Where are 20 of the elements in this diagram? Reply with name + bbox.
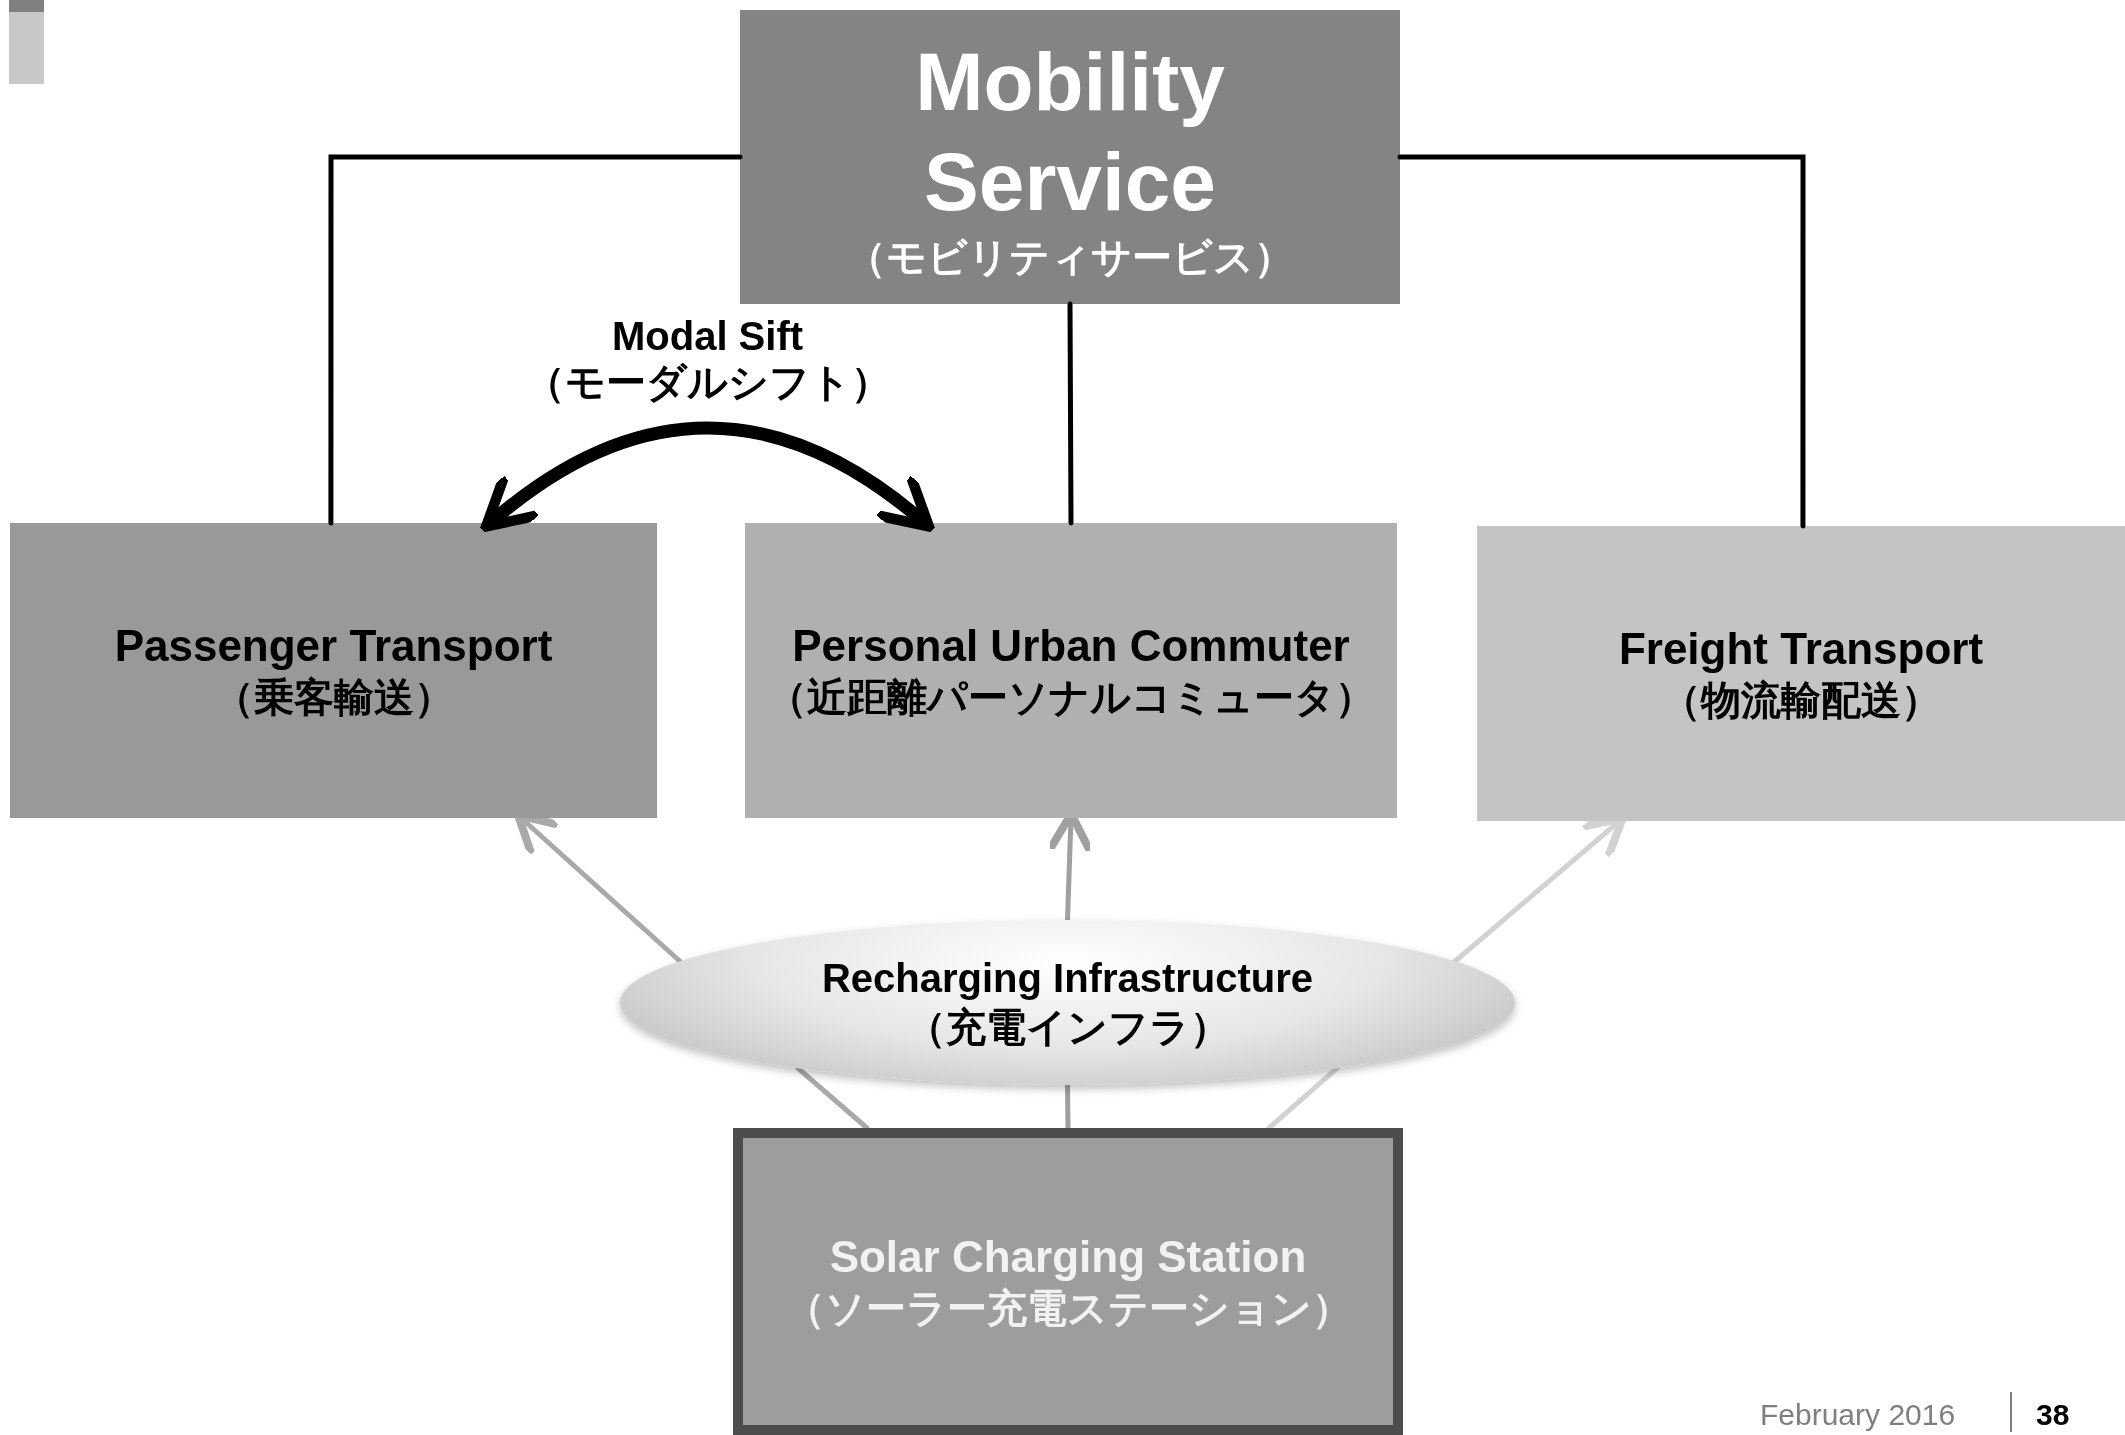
page-number: 38: [2036, 1398, 2070, 1432]
node-title: Freight Transport: [1618, 622, 1984, 675]
node-subtitle: （近距離パーソナルコミュータ）: [767, 673, 1375, 721]
node-subtitle: （ソーラー充電ステーション）: [784, 1284, 1352, 1332]
node-subtitle: （モビリティサービス）: [846, 234, 1294, 281]
category-box: [10, 523, 657, 818]
node-subtitle: （物流輸配送）: [1661, 676, 1941, 724]
node-title: Personal Urban Commuter: [792, 619, 1350, 672]
service-box: [740, 10, 1400, 304]
node-subtitle: （充電インフラ）: [905, 1003, 1230, 1051]
node-title: Solar Charging Station: [829, 1230, 1307, 1283]
category-box: [745, 523, 1397, 818]
slide-marker: [9, 0, 44, 84]
date-text: February 2016: [1760, 1398, 1956, 1432]
node-subtitle: （乗客輸送）: [213, 673, 454, 721]
node-title: Recharging Infrastructure: [821, 954, 1314, 1002]
node-title: Mobility Service: [914, 35, 1226, 229]
category-box: [1477, 526, 2125, 821]
station-box: [733, 1128, 1403, 1435]
node-title: Passenger Transport: [114, 619, 553, 672]
